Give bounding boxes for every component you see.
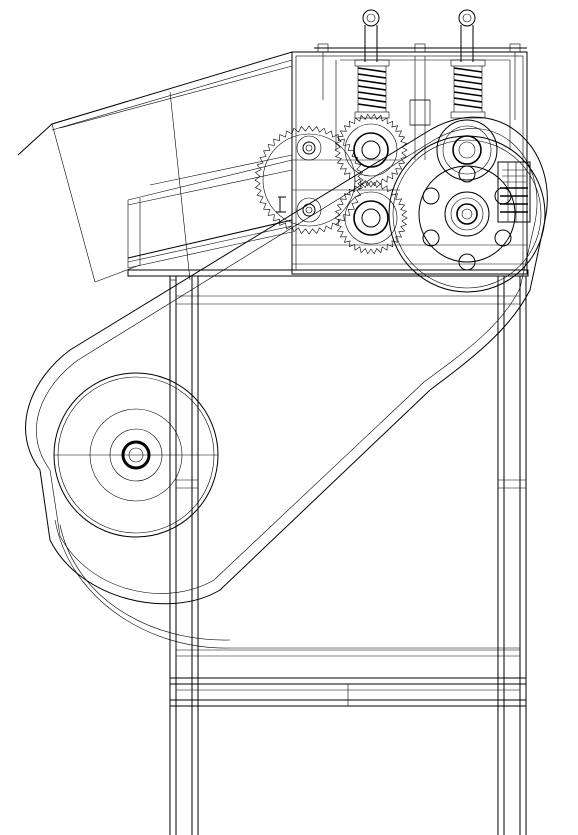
large-side-gear bbox=[254, 125, 364, 235]
drive-belt bbox=[25, 116, 548, 649]
support-frame bbox=[127, 269, 529, 835]
feed-hopper bbox=[17, 51, 293, 283]
motor-pulley bbox=[53, 372, 219, 538]
upper-gear bbox=[334, 113, 408, 187]
compression-springs bbox=[354, 59, 486, 119]
idler-pivots bbox=[276, 135, 322, 223]
adjusting-bolts bbox=[362, 9, 476, 62]
gear-train bbox=[254, 113, 408, 255]
driven-pulley bbox=[388, 119, 546, 293]
